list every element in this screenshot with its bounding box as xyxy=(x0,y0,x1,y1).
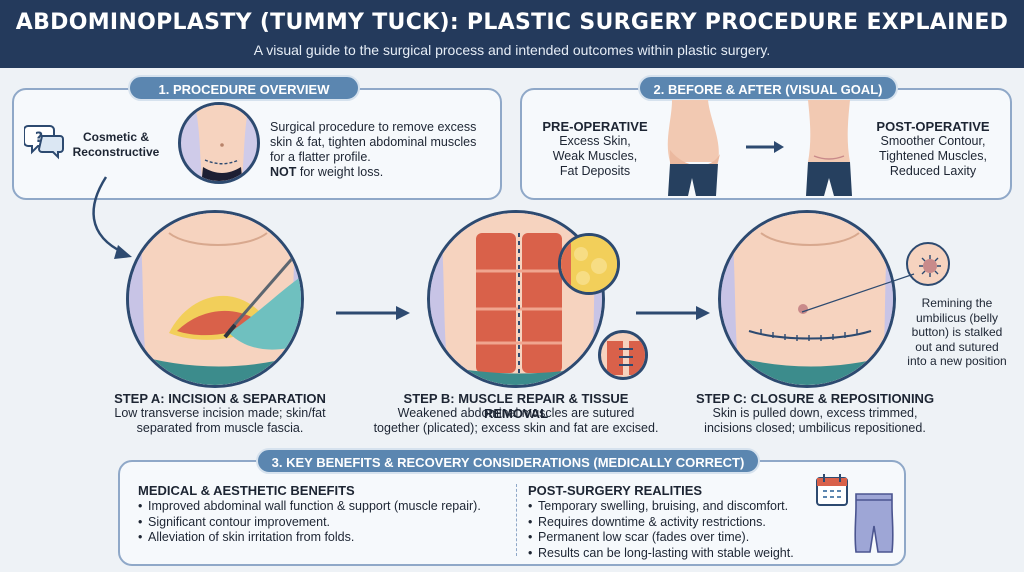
umbilicus-pointer-line xyxy=(801,273,915,313)
overview-category: Cosmetic & Reconstructive xyxy=(72,130,160,159)
overview-abdomen-image xyxy=(178,102,260,184)
post-operative-title: POST-OPERATIVE xyxy=(876,119,990,134)
header-banner: ABDOMINOPLASTY (TUMMY TUCK): PLASTIC SUR… xyxy=(0,0,1024,68)
step-c-desc: Skin is pulled down, excess trimmed, inc… xyxy=(680,406,950,436)
step-a-title: STEP A: INCISION & SEPARATION xyxy=(114,391,326,406)
step-a-desc-line-2: separated from muscle fascia. xyxy=(136,421,304,435)
overview-note-rest: for weight loss. xyxy=(296,165,384,179)
step-a-desc: Low transverse incision made; skin/fat s… xyxy=(90,406,350,436)
step-c-image xyxy=(718,210,896,388)
suture-zoom-image xyxy=(598,330,648,380)
step-c-desc-line-1: Skin is pulled down, excess trimmed, xyxy=(712,406,918,420)
compression-garment-icon xyxy=(854,493,894,553)
step-b-desc: Weakened abdominal muscles are sutured t… xyxy=(360,406,672,436)
pre-line-2: Weak Muscles, xyxy=(552,149,638,163)
umbilicus-note: Remining the umbilicus (belly button) is… xyxy=(902,296,1012,369)
post-line-3: Reduced Laxity xyxy=(889,164,977,178)
step-b-title: STEP B: MUSCLE REPAIR & TISSUE REMOVAL xyxy=(403,391,629,421)
overview-pill: 1. PROCEDURE OVERVIEW xyxy=(128,75,360,101)
calendar-icon xyxy=(816,474,848,506)
before-after-panel xyxy=(520,88,1012,200)
list-item: Significant contour improvement. xyxy=(138,515,508,531)
post-line-2: Tightened Muscles, xyxy=(879,149,987,163)
arrow-right-icon xyxy=(336,306,410,320)
pre-operative-torso-image xyxy=(667,100,720,196)
post-surgery-title: POST-SURGERY REALITIES xyxy=(528,483,703,498)
step-a-image xyxy=(126,210,304,388)
pre-operative-title: PRE-OPERATIVE xyxy=(542,119,648,134)
step-c-desc-line-2: incisions closed; umbilicus repositioned… xyxy=(704,421,926,435)
umbilicus-zoom-image xyxy=(906,242,950,286)
page-title: ABDOMINOPLASTY (TUMMY TUCK): PLASTIC SUR… xyxy=(15,10,1009,35)
overview-note-bold: NOT xyxy=(270,165,297,179)
step-c-title: STEP C: CLOSURE & REPOSITIONING xyxy=(695,391,935,406)
list-item: Permanent low scar (fades over time). xyxy=(528,530,818,546)
pre-line-1: Excess Skin, xyxy=(559,134,631,148)
list-item: Temporary swelling, bruising, and discom… xyxy=(528,499,818,515)
arrow-right-icon xyxy=(636,306,710,320)
umbilicus-note-line-4: out and sutured xyxy=(915,339,999,354)
umbilicus-note-line-2: umbilicus (belly xyxy=(915,310,999,325)
post-surgery-block: POST-SURGERY REALITIES Temporary swellin… xyxy=(528,483,818,561)
step-a-desc-line-1: Low transverse incision made; skin/fat xyxy=(114,406,326,420)
arrow-right-icon xyxy=(746,141,784,153)
fat-layer-zoom-image xyxy=(558,233,620,295)
umbilicus-note-line-3: button) is stalked xyxy=(911,325,1003,339)
svg-text:?: ? xyxy=(35,130,43,146)
pre-operative-block: PRE-OPERATIVE Excess Skin, Weak Muscles,… xyxy=(536,119,654,179)
step-b-desc-line-1: Weakened abdominal muscles are sutured xyxy=(397,406,635,420)
question-chat-icon: ? xyxy=(24,125,64,160)
post-operative-torso-image xyxy=(806,100,852,196)
post-surgery-list: Temporary swelling, bruising, and discom… xyxy=(528,499,818,561)
umbilicus-note-line-5: into a new position xyxy=(907,354,1007,368)
pre-line-3: Fat Deposits xyxy=(559,164,631,178)
step-b-desc-line-2: together (plicated); excess skin and fat… xyxy=(373,421,659,435)
list-item: Alleviation of skin irritation from fold… xyxy=(138,530,508,546)
medical-benefits-block: MEDICAL & AESTHETIC BENEFITS Improved ab… xyxy=(138,483,508,546)
post-line-1: Smoother Contour, xyxy=(880,134,986,148)
overview-description-text: Surgical procedure to remove excess skin… xyxy=(270,120,477,164)
post-operative-block: POST-OPERATIVE Smoother Contour, Tighten… xyxy=(866,119,1000,179)
list-item: Improved abdominal wall function & suppo… xyxy=(138,499,508,515)
before-after-pill: 2. BEFORE & AFTER (VISUAL GOAL) xyxy=(638,75,898,101)
list-item: Results can be long-lasting with stable … xyxy=(528,546,818,562)
benefits-divider xyxy=(516,484,517,556)
medical-benefits-title: MEDICAL & AESTHETIC BENEFITS xyxy=(138,483,355,498)
overview-description: Surgical procedure to remove excess skin… xyxy=(270,120,490,180)
benefits-pill: 3. KEY BENEFITS & RECOVERY CONSIDERATION… xyxy=(256,448,760,474)
curved-arrow-icon xyxy=(92,176,132,259)
page-subtitle: A visual guide to the surgical process a… xyxy=(253,42,771,58)
umbilicus-note-line-1: Remining the xyxy=(921,296,993,310)
medical-benefits-list: Improved abdominal wall function & suppo… xyxy=(138,499,508,546)
list-item: Requires downtime & activity restriction… xyxy=(528,515,818,531)
